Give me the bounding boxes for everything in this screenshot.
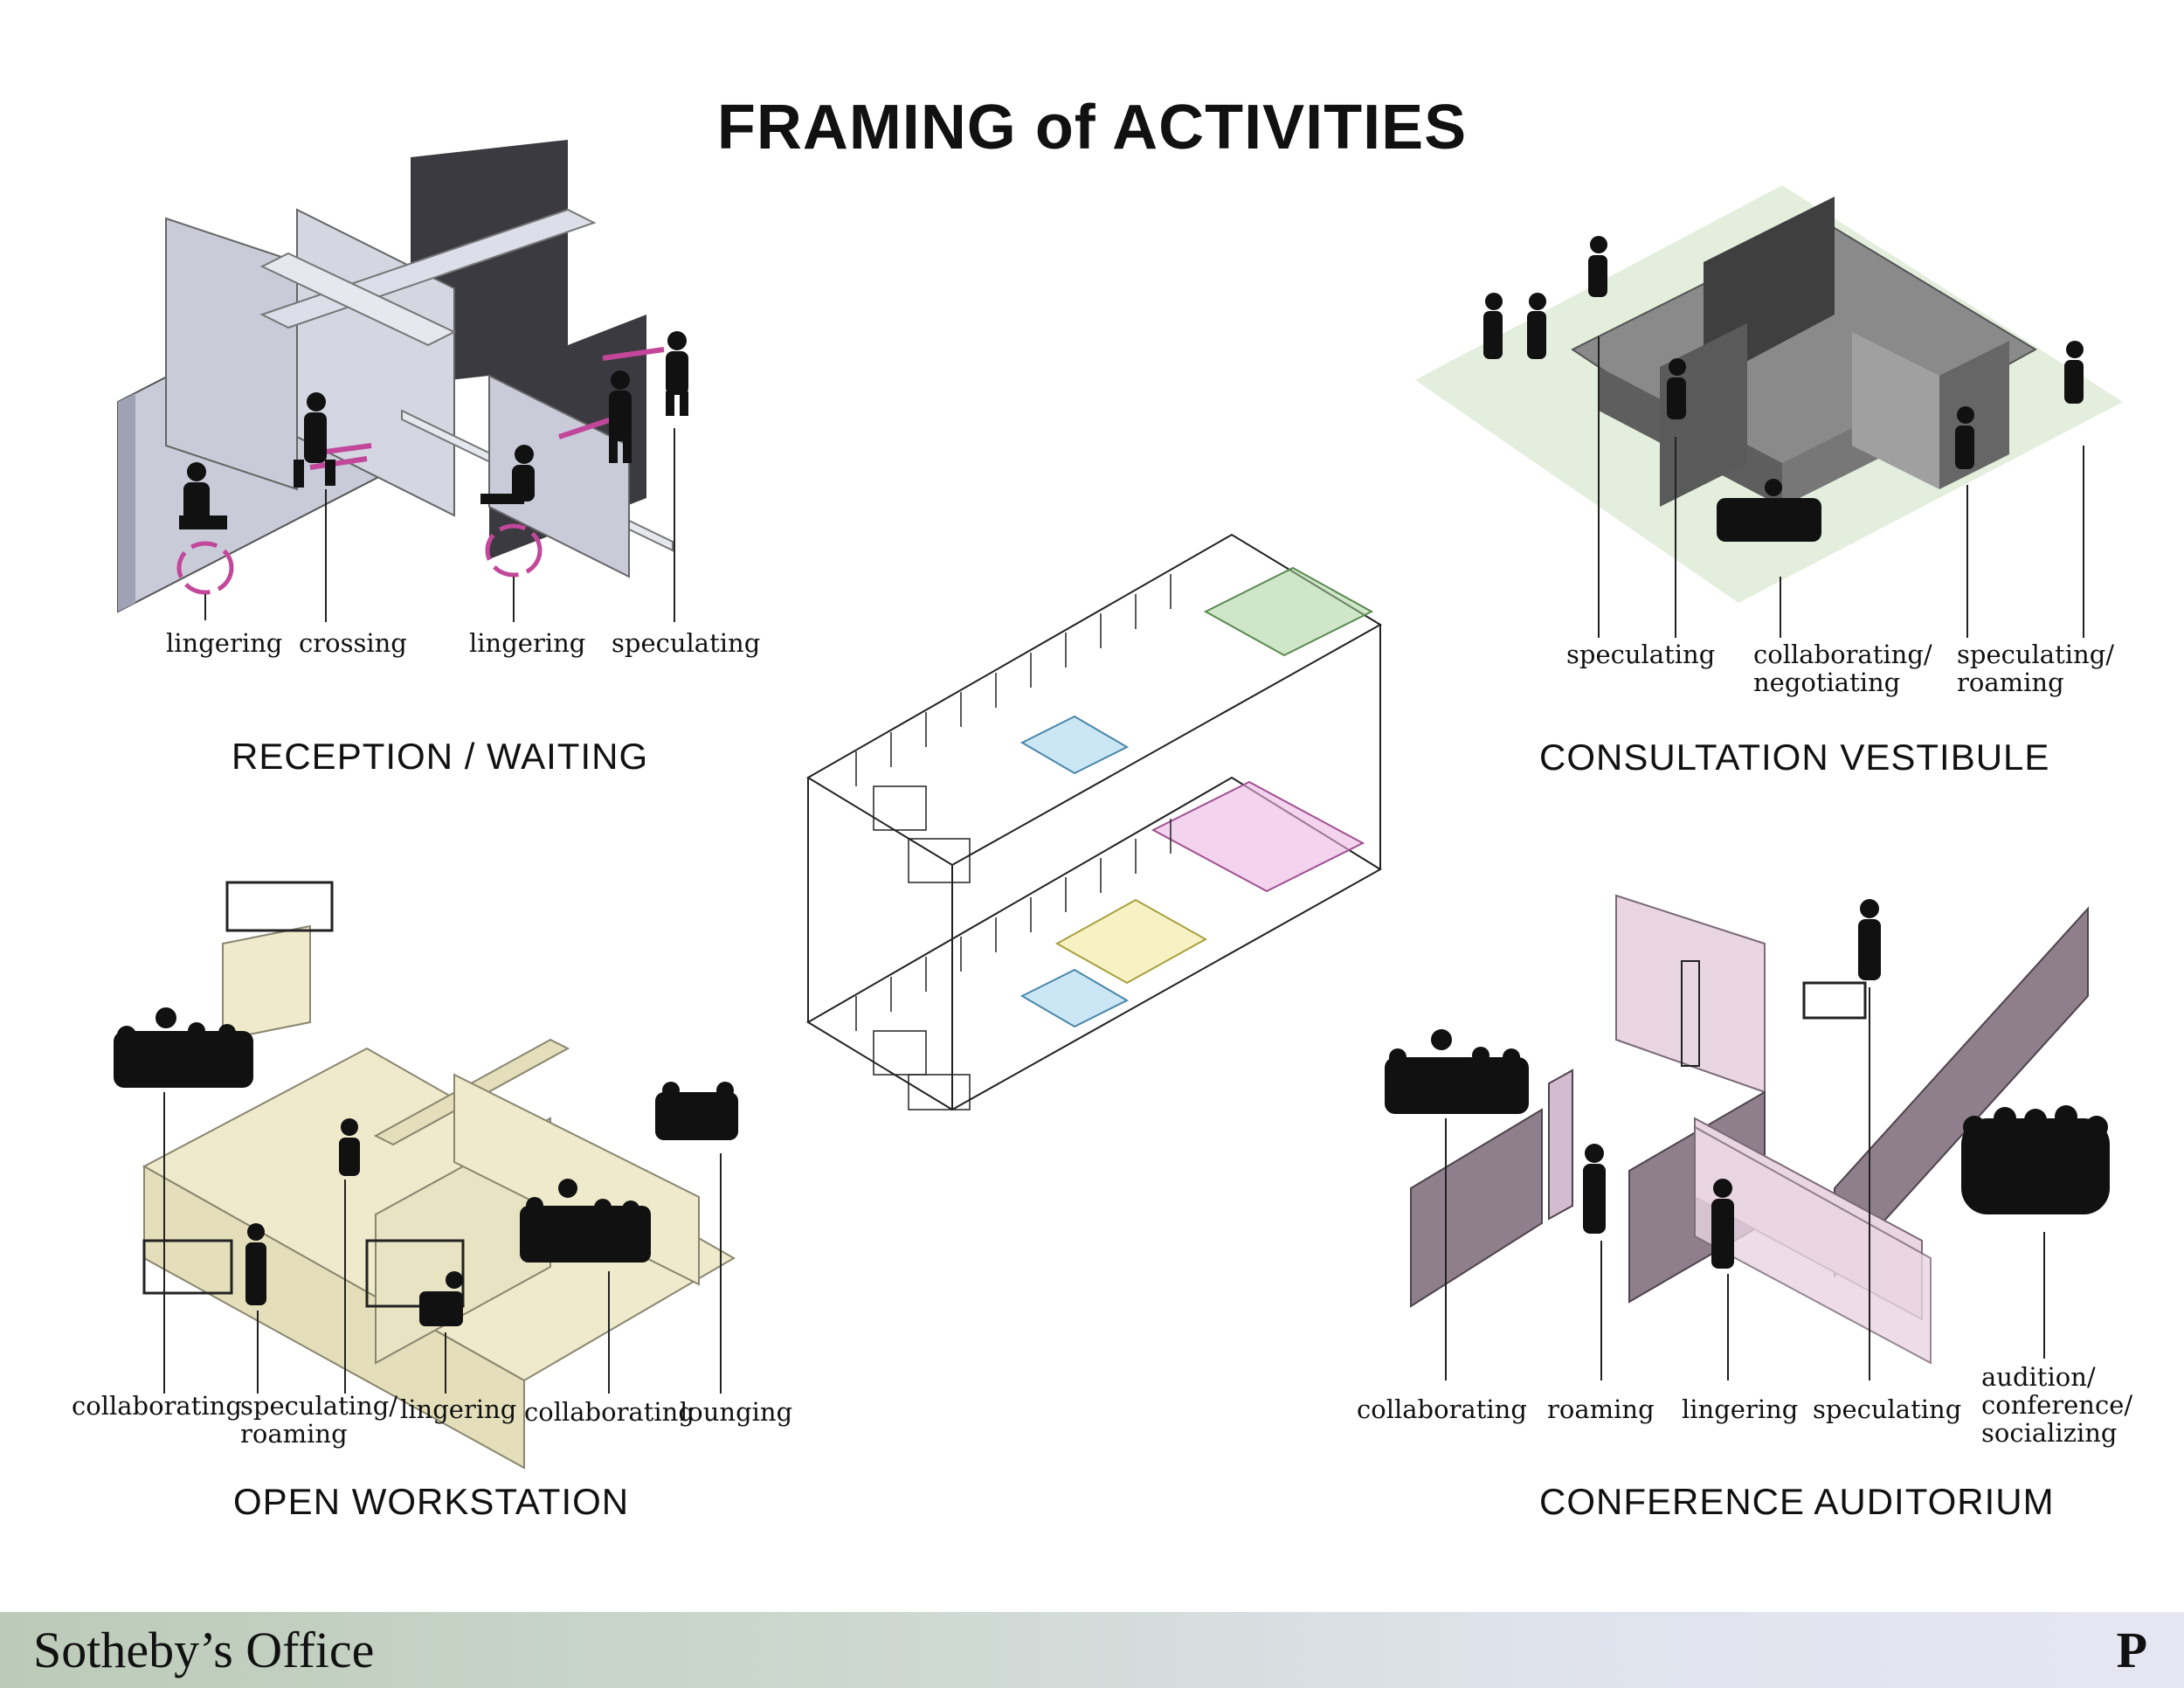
page-title: FRAMING of ACTIVITIES <box>716 93 1468 163</box>
project-title: Sotheby’s Office <box>33 1622 375 1678</box>
auditorium-axonometric <box>1385 894 2110 1380</box>
label-lounging: lounging <box>680 1397 793 1427</box>
page-letter: P <box>2116 1622 2147 1678</box>
label-collaborating-2: collaborating <box>524 1397 695 1427</box>
reception-axonometric <box>117 140 688 622</box>
label-crossing: crossing <box>299 628 407 658</box>
label-lingering-2: lingering <box>469 628 586 658</box>
label-lingering: lingering <box>400 1394 517 1424</box>
section-title-auditorium: CONFERENCE AUDITORIUM <box>1539 1481 2055 1522</box>
footer-bar: Sotheby’s Office P <box>0 1612 2184 1688</box>
label-roaming: roaming <box>1547 1394 1655 1424</box>
section-title-workstation: OPEN WORKSTATION <box>233 1481 630 1522</box>
label-collaborating-negotiating: collaborating/ negotiating <box>1753 640 1932 697</box>
label-speculating: speculating <box>1813 1394 1962 1424</box>
building-axonometric <box>806 533 1382 1111</box>
label-audition-conference-socializing: audition/ conference/ socializing <box>1981 1362 2133 1448</box>
section-title-consultation: CONSULTATION VESTIBULE <box>1539 737 2050 778</box>
label-speculating: speculating <box>1566 640 1716 669</box>
workstation-axonometric <box>114 881 738 1470</box>
section-title-reception: RECEPTION / WAITING <box>232 736 649 777</box>
label-collaborating: collaborating <box>1357 1394 1527 1424</box>
consultation-axonometric <box>1415 185 2123 638</box>
label-lingering-1: lingering <box>166 628 283 658</box>
label-speculating-roaming: speculating/ roaming <box>1957 640 2115 697</box>
label-speculating-roaming: speculating/ roaming <box>240 1391 398 1449</box>
label-collaborating-1: collaborating <box>72 1391 242 1421</box>
label-lingering: lingering <box>1682 1394 1799 1424</box>
label-speculating: speculating <box>612 628 761 658</box>
